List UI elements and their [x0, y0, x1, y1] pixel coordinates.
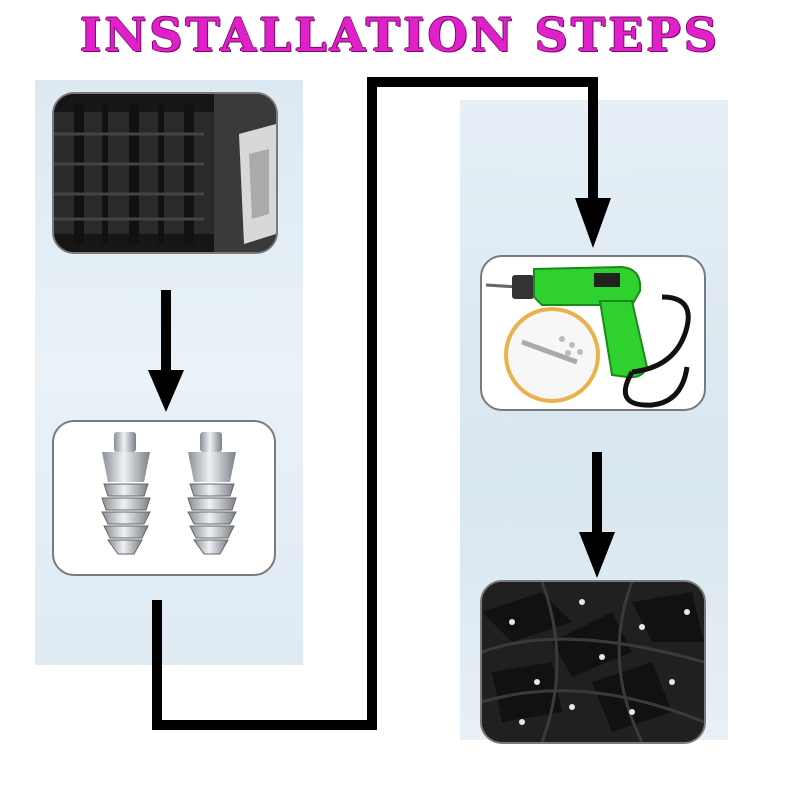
- arrow-down-icon: [579, 532, 615, 578]
- step-studded-tire-image: [480, 580, 706, 744]
- studded-tire-icon: [482, 582, 704, 742]
- arrow-down-icon: [148, 370, 184, 412]
- tire-tread-icon: [54, 94, 276, 252]
- step-drill-image: [480, 255, 706, 411]
- power-drill-icon: [485, 265, 691, 408]
- screw-stud-icon: [101, 432, 237, 555]
- arrow-down-icon: [575, 198, 611, 248]
- page-title: INSTALLATION STEPS: [79, 8, 721, 62]
- step-studs-image: [52, 420, 276, 576]
- step-tire-image: [52, 92, 278, 254]
